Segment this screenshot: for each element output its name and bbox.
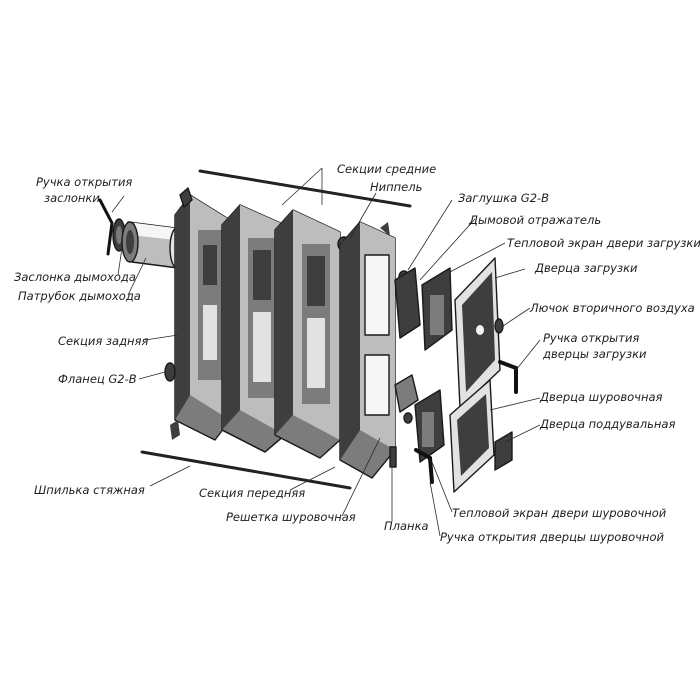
middle-section-1-part <box>221 204 286 453</box>
secondary-air-hatch-part <box>494 318 504 334</box>
label-ash-door-handle: Ручка открытия дверцы шуровочной <box>440 530 664 544</box>
label-plug: Заглушка G2-B <box>458 191 549 205</box>
label-chimney-damper: Заслонка дымохода <box>14 270 136 284</box>
rear-section-part <box>170 187 231 441</box>
leader-lines <box>111 167 541 537</box>
label-damper-handle-2: заслонки <box>44 191 100 205</box>
load-door-screen-part <box>421 267 453 351</box>
tie-rod-lower <box>140 450 352 490</box>
ash-door-screen-part <box>414 389 445 463</box>
label-rear-section: Секция задняя <box>58 334 148 348</box>
label-tie-rod: Шпилька стяжная <box>34 483 145 497</box>
grate-part <box>394 374 419 424</box>
label-nipple: Ниппель <box>370 180 422 194</box>
label-grate: Решетка шуровочная <box>226 510 356 524</box>
damper-handle-part <box>98 198 114 256</box>
label-blower-door: Дверца поддувальная <box>539 417 675 431</box>
strip-part <box>389 446 397 468</box>
load-door-part <box>454 257 501 409</box>
label-secondary-air-hatch: Лючок вторичного воздуха <box>529 301 695 315</box>
load-door-handle-part <box>498 360 518 394</box>
label-middle-sections: Секции средние <box>337 162 436 176</box>
label-damper-handle-1: Ручка открытия <box>36 175 132 189</box>
label-ash-door: Дверца шуровочная <box>539 390 663 404</box>
label-smoke-reflector: Дымовой отражатель <box>468 213 601 227</box>
ash-door-handle-part <box>414 448 434 484</box>
label-chimney-pipe: Патрубок дымохода <box>18 289 141 303</box>
chimney-pipe-part <box>121 221 185 269</box>
blower-door-part <box>494 431 513 471</box>
tie-rod-upper <box>198 169 412 208</box>
flange-part <box>164 362 176 382</box>
label-load-door: Дверца загрузки <box>534 261 638 275</box>
smoke-reflector-part <box>394 267 421 339</box>
label-flange: Фланец G2-B <box>58 372 137 386</box>
middle-section-2-part <box>274 209 341 459</box>
front-section-part <box>339 221 396 479</box>
ash-door-part <box>449 379 495 493</box>
label-strip: Планка <box>384 519 429 533</box>
label-ash-door-screen: Тепловой экран двери шуровочной <box>452 506 667 520</box>
label-load-door-handle-2: дверцы загрузки <box>542 347 647 361</box>
label-load-door-screen: Тепловой экран двери загрузки <box>507 236 700 250</box>
label-front-section: Секция передняя <box>199 486 305 500</box>
label-load-door-handle-1: Ручка открытия <box>543 331 639 345</box>
